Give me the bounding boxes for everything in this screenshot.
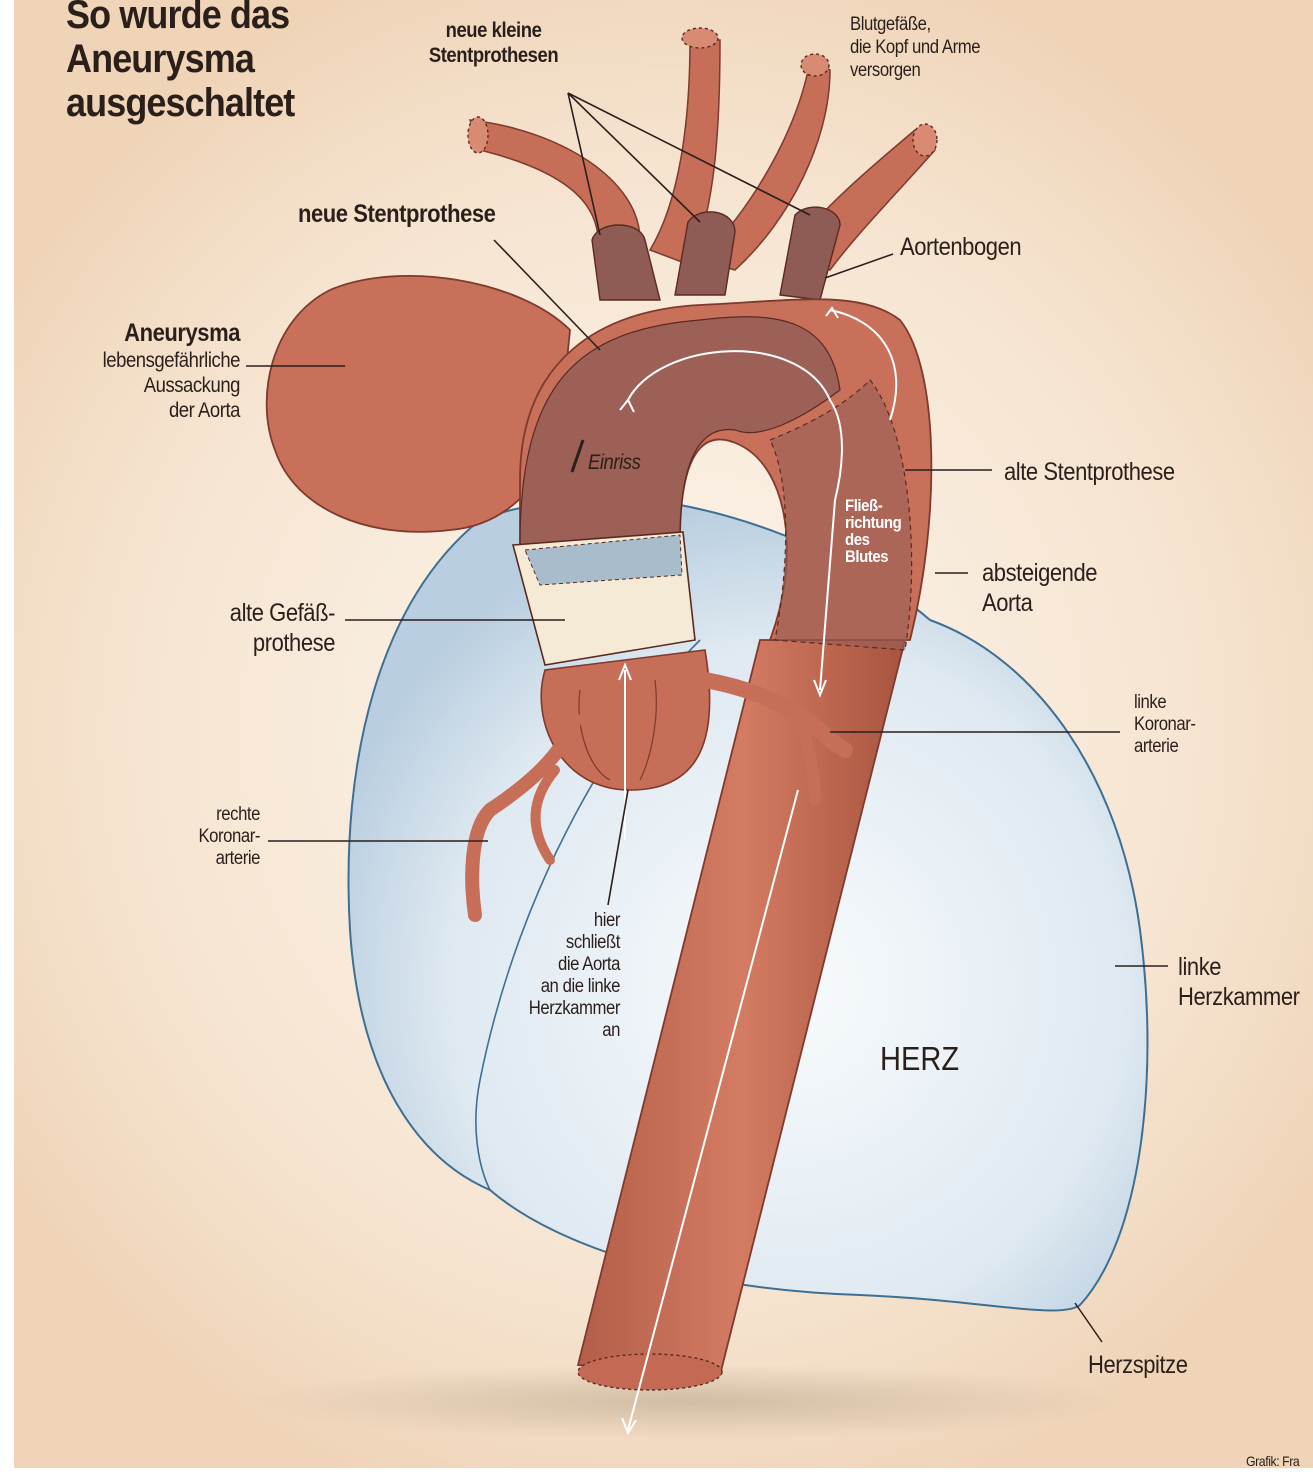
label-left-coronary: linke Koronar- arterie xyxy=(1134,692,1196,758)
label-old-graft-prosthesis: alte Gefäß- prothese xyxy=(199,598,335,658)
label-heart-apex: Herzspitze xyxy=(1088,1350,1188,1380)
label-descending-aorta-text: absteigende Aorta xyxy=(982,559,1097,617)
graphic-credit: Grafik: Fra xyxy=(1246,1453,1299,1469)
label-left-ventricle: linke Herzkammer xyxy=(1178,952,1300,1012)
heart-apex-line xyxy=(1075,1303,1102,1342)
label-left-ventricle-text: linke Herzkammer xyxy=(1178,953,1300,1011)
label-aneurysm: Aneurysma lebensgefährliche Aussackung d… xyxy=(99,318,240,423)
label-aortic-arch: Aortenbogen xyxy=(900,232,1021,262)
label-root-connection: hier schließt die Aorta an die linke Her… xyxy=(519,910,620,1042)
label-root-connection-text: hier schließt die Aorta an die linke Her… xyxy=(529,910,620,1041)
label-right-coronary-text: rechte Koronar- arterie xyxy=(198,804,260,869)
label-old-stent-graft: alte Stentprothese xyxy=(1004,457,1175,487)
aorta-bottom-opening xyxy=(578,1354,722,1390)
label-new-small-stents-text: neue kleine Stentprothesen xyxy=(429,19,558,67)
label-aneurysm-desc: lebensgefährliche Aussackung der Aorta xyxy=(99,348,240,423)
label-descending-aorta: absteigende Aorta xyxy=(982,558,1097,618)
label-aneurysm-heading: Aneurysma xyxy=(99,318,240,348)
label-old-graft-prosthesis-text: alte Gefäß- prothese xyxy=(230,599,335,657)
label-heart: HERZ xyxy=(880,1040,959,1078)
label-right-coronary: rechte Koronar- arterie xyxy=(172,804,260,870)
label-flow-direction-text: Fließ- richtung des Blutes xyxy=(845,496,901,566)
label-new-small-stents: neue kleine Stentprothesen xyxy=(429,18,558,68)
label-tear: Einriss xyxy=(588,450,640,475)
label-new-stent-graft: neue Stentprothese xyxy=(298,199,495,229)
page-title-text: So wurde das Aneurysma ausgeschaltet xyxy=(66,0,294,125)
page-title: So wurde das Aneurysma ausgeschaltet xyxy=(66,0,294,125)
label-blood-vessels: Blutgefäße, die Kopf und Arme versorgen xyxy=(850,13,980,82)
label-blood-vessels-text: Blutgefäße, die Kopf und Arme versorgen xyxy=(850,14,980,81)
label-flow-direction: Fließ- richtung des Blutes xyxy=(845,497,901,565)
label-left-coronary-text: linke Koronar- arterie xyxy=(1134,692,1196,757)
